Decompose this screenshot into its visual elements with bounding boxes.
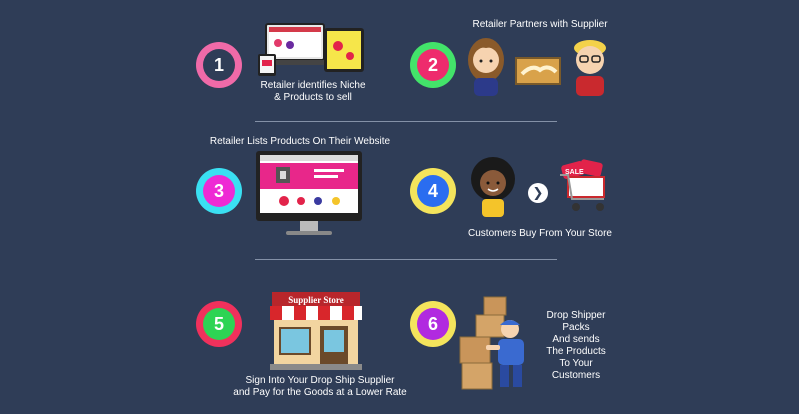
step-3-badge: 3 xyxy=(196,168,242,214)
step-1-caption-line2: & Products to sell xyxy=(274,92,352,103)
divider-top xyxy=(255,121,557,122)
step-5-badge: 5 xyxy=(196,301,242,347)
step-1-caption-line1: Retailer identifies Niche xyxy=(260,80,366,91)
customer-illustration xyxy=(471,157,515,217)
step-4-number: 4 xyxy=(417,175,449,207)
step-6-caption-line6: Customers xyxy=(551,370,601,381)
step-6-caption-line5: To Your xyxy=(559,358,593,369)
step-2-badge: 2 xyxy=(410,42,456,88)
website-monitor-illustration xyxy=(256,151,362,235)
partners-illustration xyxy=(468,38,606,96)
arrow-right-icon: ❯ xyxy=(528,183,548,203)
store-sign-text: Supplier Store xyxy=(288,295,343,305)
step-3-caption: Retailer Lists Products On Their Website xyxy=(209,136,391,147)
step-6-caption-line2: Packs xyxy=(562,322,590,333)
step-1-badge: 1 xyxy=(196,42,242,88)
step-6-number: 6 xyxy=(417,308,449,340)
devices-illustration xyxy=(258,23,364,76)
step-2-caption: Retailer Partners with Supplier xyxy=(472,19,608,30)
step-4-caption: Customers Buy From Your Store xyxy=(468,228,612,239)
step-6-caption-line3: And sends xyxy=(552,334,600,345)
step-5-caption-line2: and Pay for the Goods at a Lower Rate xyxy=(233,387,407,398)
supplier-store-illustration: Supplier Store xyxy=(270,292,362,370)
step-4-badge: 4 xyxy=(410,168,456,214)
step-2-number: 2 xyxy=(417,49,449,81)
step-5-caption: Sign Into Your Drop Ship Supplier and Pa… xyxy=(220,375,420,399)
step-6-badge: 6 xyxy=(410,301,456,347)
delivery-worker-illustration xyxy=(459,296,524,390)
step-6-caption: Drop Shipper Packs And sends The Product… xyxy=(536,310,616,382)
divider-bottom xyxy=(255,259,557,260)
step-5-caption-line1: Sign Into Your Drop Ship Supplier xyxy=(245,375,395,386)
step-3-number: 3 xyxy=(203,175,235,207)
shopping-cart-icon: SALE xyxy=(560,159,605,211)
step-1-number: 1 xyxy=(203,49,235,81)
step-6-caption-line4: The Products xyxy=(546,346,606,357)
sale-tag-text: SALE xyxy=(565,169,584,176)
step-5-number: 5 xyxy=(203,308,235,340)
step-1-caption: Retailer identifies Niche & Products to … xyxy=(245,80,381,104)
step-6-caption-line1: Drop Shipper xyxy=(546,310,606,321)
